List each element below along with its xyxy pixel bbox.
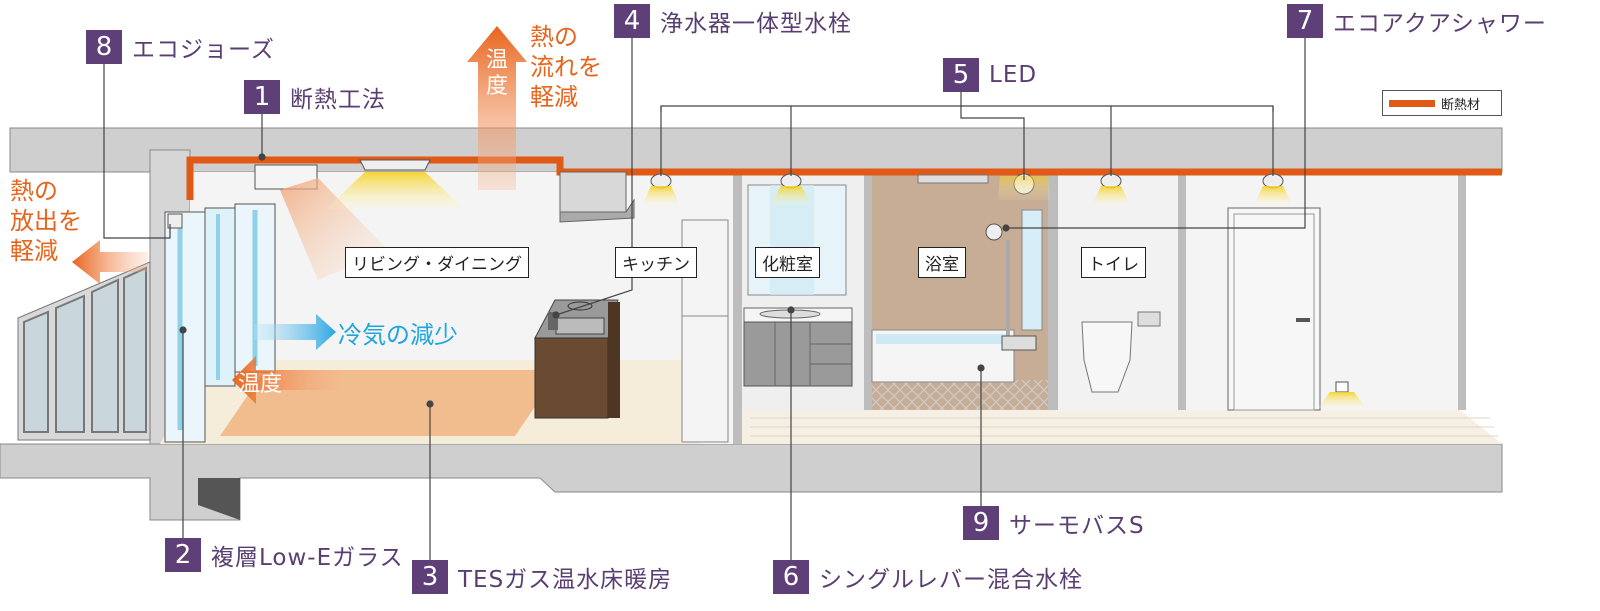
eco-aqua-shower-head <box>985 223 1003 241</box>
temperature-side-text: 温度 <box>238 372 283 397</box>
insulation-line <box>186 156 1502 200</box>
heat-flow-text: 熱の 流れを 軽減 <box>530 22 602 112</box>
callout-label: TESガス温水床暖房 <box>458 567 673 593</box>
partition <box>1048 172 1058 410</box>
low-e-window <box>164 203 276 443</box>
callout-number: 3 <box>412 560 448 594</box>
callout-label: サーモバスS <box>1009 513 1145 539</box>
temperature-arrow <box>232 356 340 404</box>
callout-number: 4 <box>614 4 650 38</box>
water-filter-faucet <box>548 312 558 330</box>
living-light-beam <box>325 172 465 210</box>
room-label-kitchen: キッチン <box>615 247 697 278</box>
callout-label: エコジョーズ <box>132 37 275 63</box>
callout-number: 2 <box>165 538 201 572</box>
stove-burner <box>567 301 593 311</box>
callout-label: エコアクアシャワー <box>1333 11 1547 37</box>
callout-number: 1 <box>244 80 280 114</box>
leader-lines <box>103 38 1306 562</box>
legend-label: 断熱材 <box>1441 97 1481 113</box>
heat-flow-arrow <box>467 26 527 190</box>
callout-eco-jozu: 8 エコジョーズ <box>86 30 275 64</box>
legend: 断熱材 <box>1382 90 1502 116</box>
room-label-vanity: 化粧室 <box>755 247 820 278</box>
callout-led: 5 LED <box>943 58 1037 92</box>
callout-floor-heating: 3 TESガス温水床暖房 <box>412 560 672 594</box>
door-handle <box>1296 318 1310 322</box>
living-ceiling-light <box>359 159 431 171</box>
callout-label: 浄水器一体型水栓 <box>660 11 852 37</box>
eco-jozu-unit <box>167 213 183 229</box>
callout-number: 7 <box>1287 4 1323 38</box>
heat-flow-line: 軽減 <box>530 83 578 111</box>
vanity-cabinet <box>743 321 853 387</box>
temperature-up-text: 温度 <box>485 48 508 99</box>
toilet-paper-holder <box>1137 311 1161 327</box>
heat-flow-line: 流れを <box>530 53 602 81</box>
led-lights <box>642 173 1366 408</box>
partition <box>864 172 872 410</box>
heat-release-text: 熱の 放出を 軽減 <box>10 176 82 266</box>
heat-release-arrow <box>72 240 148 284</box>
callout-number: 8 <box>86 30 122 64</box>
kitchen-cabinet <box>534 337 609 419</box>
callout-water-filter-faucet: 4 浄水器一体型水栓 <box>614 4 852 38</box>
partition <box>1458 172 1466 410</box>
callout-label: シングルレバー混合水栓 <box>819 567 1083 593</box>
partition <box>733 172 742 444</box>
callout-label: LED <box>989 62 1038 88</box>
heat-release-line: 放出を <box>10 207 82 235</box>
cold-air-arrow <box>254 314 336 350</box>
hall-back-wall <box>1186 175 1458 410</box>
bath-floor <box>872 380 1048 410</box>
bath-ventilator <box>917 174 989 184</box>
callout-number: 5 <box>943 58 979 92</box>
callout-number: 6 <box>773 560 809 594</box>
room-label-bathroom: 浴室 <box>918 247 966 278</box>
heat-flow-line: 熱の <box>530 23 578 51</box>
heat-release-line: 熱の <box>10 177 58 205</box>
callout-thermo-bath: 9 サーモバスS <box>963 506 1145 540</box>
range-hood-bottom <box>559 198 635 223</box>
room-label-living: リビング・ダイニング <box>345 247 529 278</box>
bath-mirror <box>1021 209 1043 331</box>
callout-label: 断熱工法 <box>290 87 386 113</box>
entrance-door <box>1227 207 1321 411</box>
callout-insulation-method: 1 断熱工法 <box>244 80 386 114</box>
callout-single-lever-faucet: 6 シングルレバー混合水栓 <box>773 560 1083 594</box>
kitchen-sink <box>555 317 605 335</box>
partition <box>1178 172 1186 410</box>
callout-number: 9 <box>963 506 999 540</box>
cold-air-text: 冷気の減少 <box>338 321 458 349</box>
callout-eco-aqua-shower: 7 エコアクアシャワー <box>1287 4 1547 38</box>
legend-insulation-swatch <box>1389 99 1435 107</box>
range-hood <box>559 171 627 213</box>
floor-slab-shadow <box>198 478 240 520</box>
room-label-toilet: トイレ <box>1081 247 1146 278</box>
bath-faucet <box>1001 335 1037 351</box>
toilet <box>1081 321 1133 393</box>
heat-release-line: 軽減 <box>10 237 58 265</box>
callout-label: 複層Low-Eガラス <box>211 545 404 571</box>
ceiling-slab <box>9 127 1503 173</box>
kitchen-cabinet-side <box>608 302 620 418</box>
callout-low-e-glass: 2 複層Low-Eガラス <box>165 538 404 572</box>
